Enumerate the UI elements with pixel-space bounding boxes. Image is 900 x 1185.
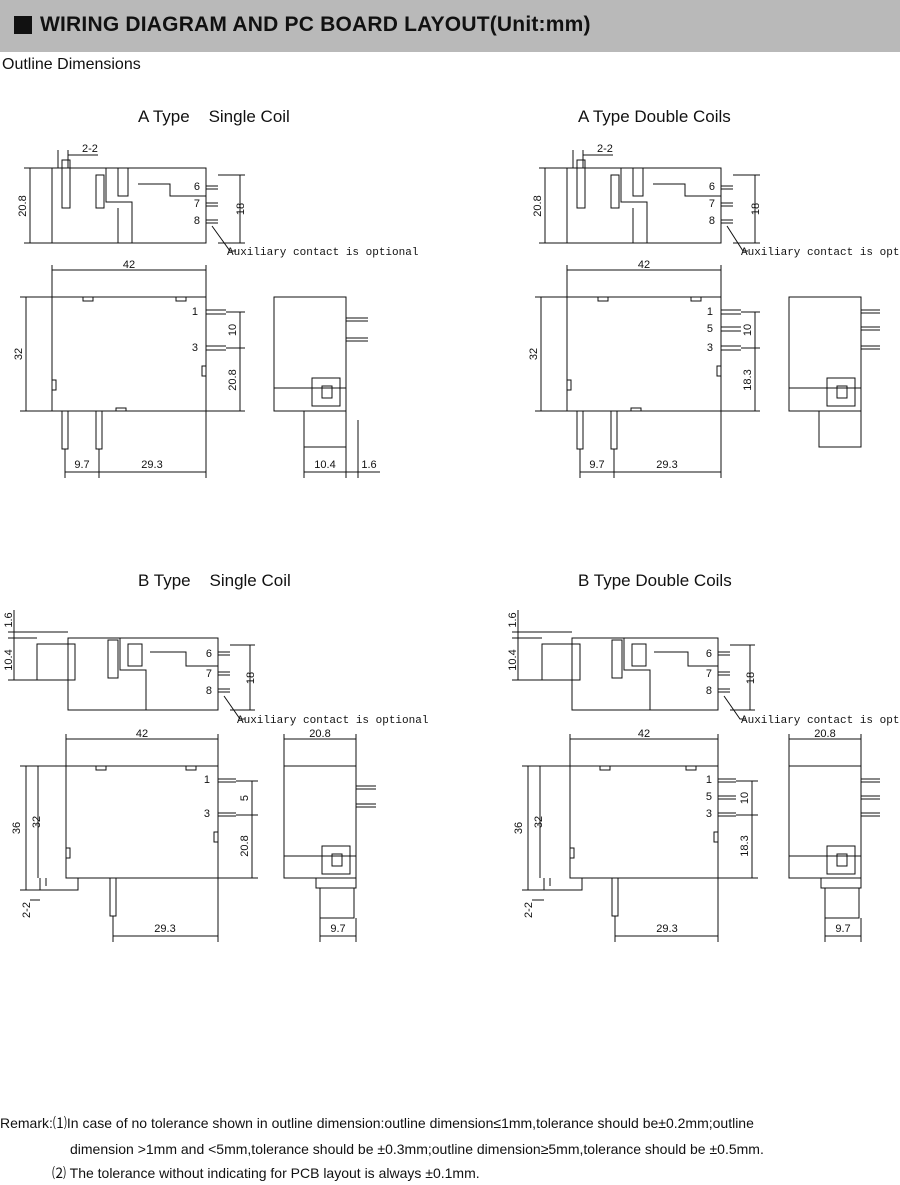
a-double-front-width: 42 [638, 259, 650, 271]
b-double-aux-note: Auxiliary contact is optional [741, 715, 900, 727]
a-double-pin-6: 6 [709, 181, 715, 193]
b-single-top-height: 10.4 [3, 649, 15, 670]
a-single-top-view [24, 150, 245, 252]
a-double-top-view [539, 150, 760, 252]
a-single-top-height: 20.8 [17, 195, 29, 216]
b-double-front-height: 32 [533, 816, 545, 828]
b-single-top-offset: 1.6 [3, 612, 15, 627]
b-double-pin-5: 5 [706, 791, 712, 803]
b-double-top-height: 10.4 [507, 649, 519, 670]
a-single-aux-note: Auxiliary contact is optional [227, 247, 418, 259]
b-single-pin-6: 6 [206, 648, 212, 660]
b-single-front-height: 32 [31, 816, 43, 828]
b-single-pin-offset: 20.8 [239, 835, 251, 856]
section-header: WIRING DIAGRAM AND PC BOARD LAYOUT(Unit:… [0, 0, 900, 52]
a-double-aux-note: Auxiliary contact is optional [741, 247, 900, 259]
b-single-side-view [283, 734, 376, 942]
a-single-top-span: 18 [235, 203, 247, 215]
b-double-top-view [512, 610, 755, 720]
outline-dimensions-heading: Outline Dimensions [2, 56, 141, 73]
b-single-pin-7: 7 [206, 668, 212, 680]
b-single-front-width: 42 [136, 728, 148, 740]
b-single-outer-height: 36 [11, 822, 23, 834]
b-single-side-width: 20.8 [309, 728, 330, 740]
b-single-side-bottom: 9.7 [330, 923, 345, 935]
header-square-icon [14, 16, 32, 34]
a-double-front-view [535, 265, 760, 478]
b-single-pin-1: 1 [204, 774, 210, 786]
a-double-front-height: 32 [528, 348, 540, 360]
b-single-pin-8: 8 [206, 685, 212, 697]
remark-line-1: Remark:⑴In case of no tolerance shown in… [0, 1115, 754, 1131]
a-double-top-height: 20.8 [532, 195, 544, 216]
a-single-pin-3: 3 [192, 342, 198, 354]
b-single-front-view [20, 734, 258, 942]
b-single-aux-note: Auxiliary contact is optional [237, 715, 428, 727]
b-double-pin-3: 3 [706, 808, 712, 820]
a-double-pin-5: 5 [707, 323, 713, 335]
a-double-pin-1: 1 [707, 306, 713, 318]
a-single-side-right: 1.6 [361, 459, 376, 471]
b-single-top-span: 18 [245, 672, 257, 684]
a-double-title: A Type Double Coils [578, 107, 731, 126]
a-double-pin-gap: 10 [742, 324, 754, 336]
a-single-pin-8: 8 [194, 215, 200, 227]
a-single-front-height: 32 [13, 348, 25, 360]
b-double-title: B Type Double Coils [578, 571, 732, 590]
a-double-top-span: 18 [750, 203, 762, 215]
a-double-pin-7: 7 [709, 198, 715, 210]
a-double-side-view [788, 296, 880, 448]
b-single-title: B Type Single Coil [138, 571, 291, 590]
outline-drawings: 2-2 20.8 18 6 7 8 Auxiliary contact is o… [3, 143, 900, 942]
a-double-bottom-right: 29.3 [656, 459, 677, 471]
a-single-pin-6: 6 [194, 181, 200, 193]
a-single-bottom-right: 29.3 [141, 459, 162, 471]
b-double-pin-8: 8 [706, 685, 712, 697]
b-double-top-span: 18 [745, 672, 757, 684]
a-single-pin-7: 7 [194, 198, 200, 210]
b-single-top-view [8, 610, 255, 720]
section-title: WIRING DIAGRAM AND PC BOARD LAYOUT(Unit:… [40, 13, 591, 36]
remark-line-2: ⑵ The tolerance without indicating for P… [52, 1165, 480, 1181]
a-double-top-pitch: 2-2 [597, 143, 613, 155]
b-double-side-view [788, 734, 880, 942]
a-single-title: A Type Single Coil [138, 107, 290, 126]
b-double-pin-7: 7 [706, 668, 712, 680]
a-single-pin-1: 1 [192, 306, 198, 318]
b-double-side-width: 20.8 [814, 728, 835, 740]
b-double-pin-offset: 18.3 [739, 835, 751, 856]
b-single-pin-pitch: 2-2 [21, 902, 33, 918]
remark-line-1-continued: dimension >1mm and <5mm,tolerance should… [70, 1141, 764, 1157]
a-single-front-view [20, 265, 245, 478]
b-double-pin-6: 6 [706, 648, 712, 660]
b-double-top-offset: 1.6 [507, 612, 519, 627]
b-single-pin-3: 3 [204, 808, 210, 820]
a-double-pin-3: 3 [707, 342, 713, 354]
b-double-pin-pitch: 2-2 [523, 902, 535, 918]
b-double-pin-gap: 10 [739, 792, 751, 804]
a-single-pin-gap: 10 [227, 324, 239, 336]
b-single-pin-gap: 5 [239, 795, 251, 801]
b-double-outer-height: 36 [513, 822, 525, 834]
a-single-bottom-left: 9.7 [74, 459, 89, 471]
a-single-side-left: 10.4 [314, 459, 335, 471]
a-single-side-view [273, 296, 380, 478]
a-single-front-width: 42 [123, 259, 135, 271]
a-double-pin-offset: 18.3 [742, 369, 754, 390]
b-double-pin-1: 1 [706, 774, 712, 786]
a-double-bottom-left: 9.7 [589, 459, 604, 471]
b-double-front-width: 42 [638, 728, 650, 740]
a-single-top-pitch: 2-2 [82, 143, 98, 155]
a-single-pin-offset: 20.8 [227, 369, 239, 390]
b-double-bottom-right: 29.3 [656, 923, 677, 935]
b-double-front-view [522, 734, 758, 942]
b-single-bottom-right: 29.3 [154, 923, 175, 935]
a-double-pin-8: 8 [709, 215, 715, 227]
b-double-side-bottom: 9.7 [835, 923, 850, 935]
